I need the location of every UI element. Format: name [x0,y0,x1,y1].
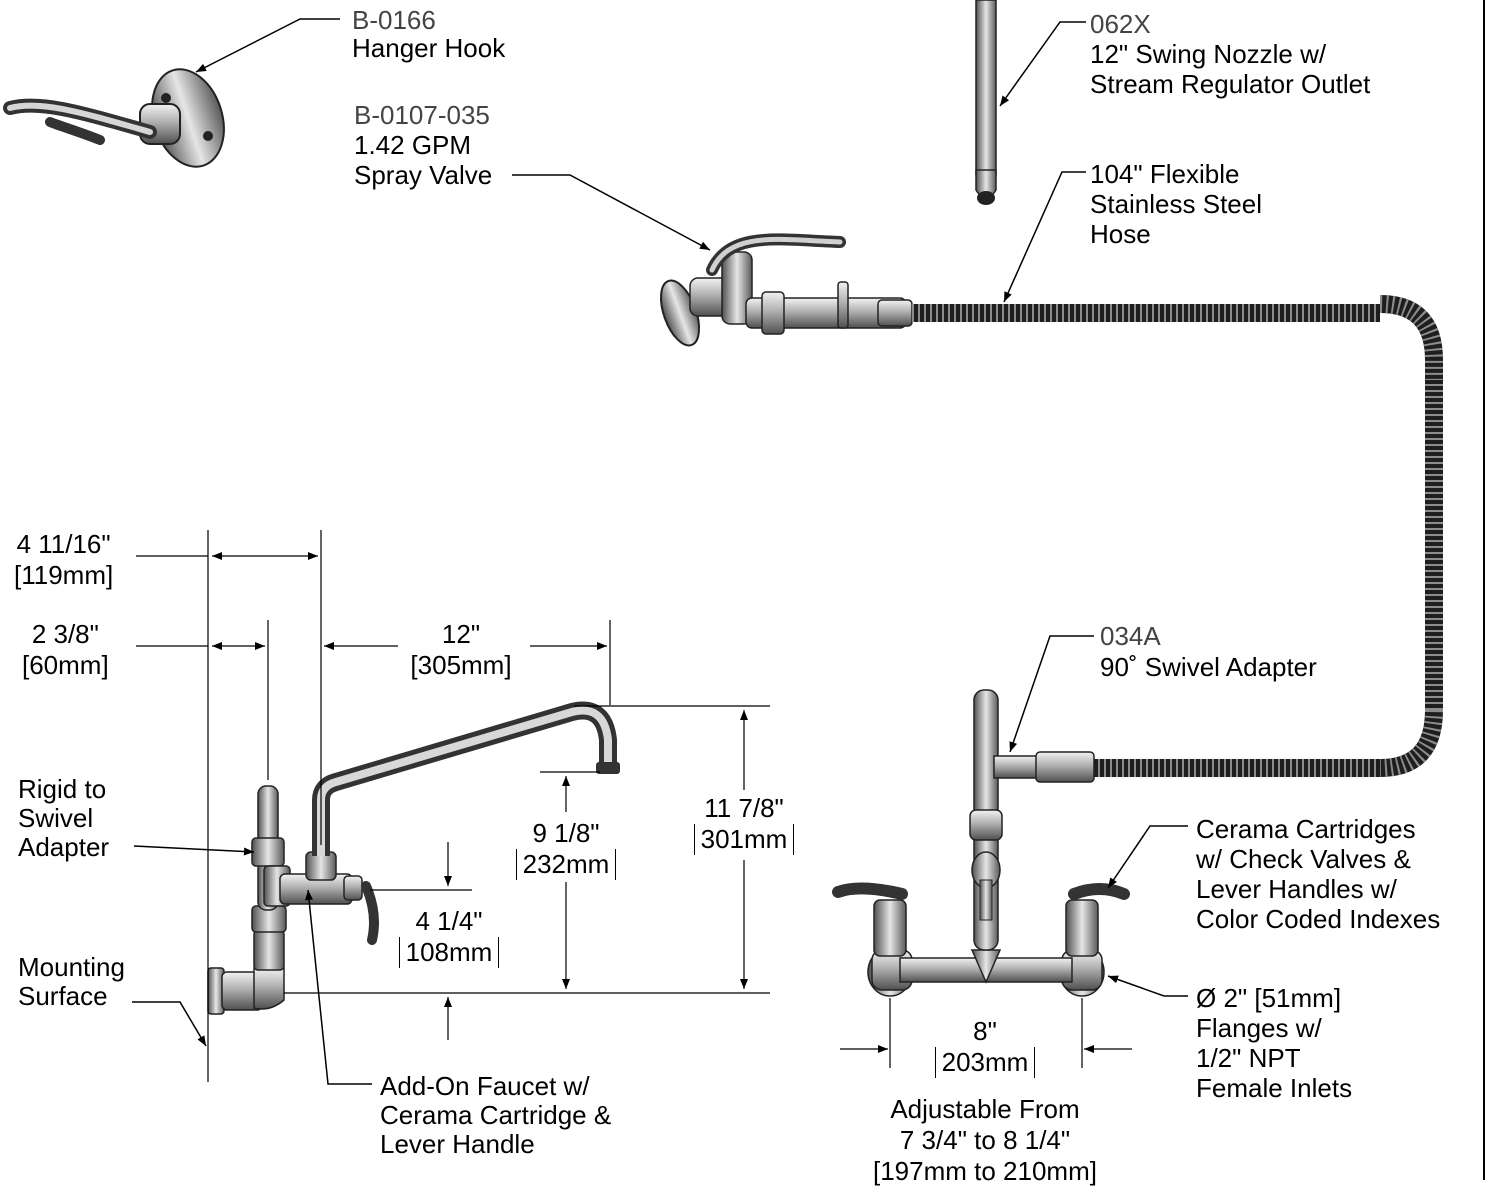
dim-2-3-8-imperial: 2 3/8" [31,619,99,649]
dim-8: 8" 203mm [920,1016,1050,1078]
cartridges-line1: Cerama Cartridges [1196,814,1416,844]
dim-9-1-8-metric: 232mm [515,849,617,880]
spray-valve-code: B-0107-035 [354,100,490,130]
swivel-adapter-name: 90˚ Swivel Adapter [1100,652,1317,682]
leader-flanges [1107,975,1188,997]
hanger-hook-name: Hanger Hook [352,33,506,63]
leader-add-on-faucet [305,889,372,1085]
cartridges-line3: Lever Handles w/ [1196,874,1397,904]
dim-4-1-4-metric: 108mm [398,937,500,968]
adjustable-note: Adjustable From 7 3/4" to 8 1/4" [197mm … [856,1094,1114,1187]
dim-4-11-16-imperial: 4 11/16" [16,529,111,559]
flanges-line1: Ø 2" [51mm] [1196,983,1342,1013]
flexible-hose-illustration [912,295,1443,777]
mounting-surface-line2: Surface [18,981,108,1011]
dim-8-imperial: 8" [973,1016,997,1046]
flanges-line2: Flanges w/ [1196,1013,1322,1043]
dim-4-11-16-metric: [119mm] [14,560,114,590]
leader-rigid-adapter [133,845,255,856]
hose-line2: Stainless Steel [1090,189,1262,219]
add-on-faucet-line1: Add-On Faucet w/ [380,1071,590,1101]
hose-line1: 104" Flexible [1090,159,1240,189]
leader-swivel-adapter [1009,635,1094,753]
add-on-faucet-illustration [207,701,620,1015]
spray-valve-gpm: 1.42 GPM [354,130,472,160]
dim-4-1-4-imperial: 4 1/4" [415,906,483,936]
dim-2-3-8-metric: [60mm] [22,650,109,680]
wall-mount-faucet-illustration [832,689,1130,997]
leader-spray-valve [512,174,711,251]
add-on-faucet-line3: Lever Handle [380,1129,535,1159]
adjustable-line2: 7 3/4" to 8 1/4" [899,1125,1071,1155]
swivel-adapter-code: 034A [1100,621,1161,651]
swing-nozzle-line1: 12" Swing Nozzle w/ [1090,39,1327,69]
add-on-faucet-line2: Cerama Cartridge & [380,1100,612,1130]
cartridges-line4: Color Coded Indexes [1196,904,1441,934]
dim-4-1-4: 4 1/4" 108mm [386,906,512,968]
leader-mounting-surface [132,1001,207,1047]
dim-2-3-8: 2 3/8" [60mm] [22,619,109,681]
adjustable-line1: Adjustable From [890,1094,1080,1124]
dim-12: 12" [305mm] [402,619,520,681]
dim-8-metric: 203mm [934,1047,1036,1078]
swing-nozzle-line2: Stream Regulator Outlet [1090,69,1371,99]
rigid-adapter-line2: Swivel [18,803,94,833]
flanges-line3: 1/2" NPT [1196,1043,1301,1073]
hanger-hook-code: B-0166 [352,5,436,35]
dim-11-7-8: 11 7/8" 301mm [680,793,808,855]
rigid-adapter-line3: Adapter [18,832,110,862]
dim-12-metric: [305mm] [410,650,512,680]
rigid-adapter-line1: Rigid to [18,774,107,804]
dim-9-1-8-imperial: 9 1/8" [532,818,600,848]
swing-nozzle-code: 062X [1090,9,1151,39]
dim-11-7-8-imperial: 11 7/8" [704,793,784,823]
spray-valve-illustration [659,233,913,347]
adjustable-line3: [197mm to 210mm] [873,1156,1097,1186]
flanges-line4: Female Inlets [1196,1073,1353,1103]
cartridges-line2: w/ Check Valves & [1196,844,1411,874]
dim-4-11-16: 4 11/16" [119mm] [14,529,113,591]
leader-hose [1003,171,1086,303]
hose-line3: Hose [1090,219,1151,249]
spray-valve-name: Spray Valve [354,160,493,190]
leader-hanger-hook [195,18,340,73]
hanger-hook-illustration [3,68,225,168]
dim-11-7-8-metric: 301mm [693,824,795,855]
dim-12-imperial: 12" [441,619,481,649]
swing-nozzle-illustration [975,0,997,205]
leader-cartridges [1107,825,1188,889]
dim-9-1-8: 9 1/8" 232mm [504,818,628,880]
leader-swing-nozzle [999,21,1086,107]
mounting-surface-line1: Mounting [18,952,125,982]
